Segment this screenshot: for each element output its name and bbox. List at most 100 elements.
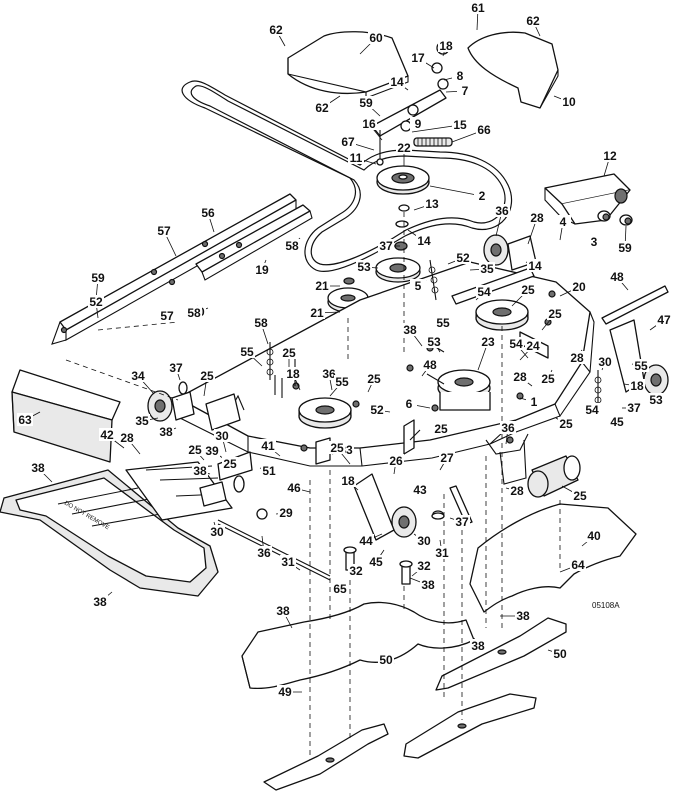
callout-number: 14 (417, 234, 431, 248)
callout-background (586, 235, 602, 248)
callout-background (479, 262, 495, 275)
roller-center (353, 473, 417, 541)
callout-number: 25 (541, 372, 555, 386)
callout-background (119, 431, 135, 444)
callout-number: 12 (603, 149, 617, 163)
callout-background (192, 464, 208, 477)
callout-background (256, 546, 272, 559)
callout-number: 66 (477, 123, 491, 137)
callout-background (401, 397, 417, 410)
callout-background (268, 23, 284, 36)
callout-background (378, 653, 394, 666)
callout-background (281, 346, 297, 359)
callout-number: 62 (315, 101, 329, 115)
idler-arm-assembly (371, 41, 453, 166)
belt-guard-right (467, 31, 559, 109)
callout-background (284, 239, 300, 252)
callout-number: 25 (367, 372, 381, 386)
callout-number: 25 (200, 369, 214, 383)
callout-background (286, 481, 302, 494)
callout-number: 55 (240, 345, 254, 359)
callout-background (156, 224, 172, 237)
callout-number: 42 (100, 428, 114, 442)
callout-number: 54 (509, 337, 523, 351)
idler-pulley (376, 165, 430, 195)
callout-number: 31 (281, 555, 295, 569)
callout-background (584, 403, 600, 416)
callout-background (30, 461, 46, 474)
callout-background (361, 117, 377, 130)
callout-number: 17 (411, 51, 425, 65)
callout-number: 53 (357, 260, 371, 274)
callout-number: 56 (201, 206, 215, 220)
callout-background (569, 351, 585, 364)
callout-number: 54 (585, 403, 599, 417)
callout-background (158, 425, 174, 438)
callout-background (561, 95, 577, 108)
callout-background (474, 189, 490, 202)
callout-background (512, 370, 528, 383)
callout-background (368, 555, 384, 568)
under-baffle-65 (469, 503, 637, 613)
callout-number: 2 (479, 189, 486, 203)
callout-number: 35 (480, 262, 494, 276)
callout-background (275, 604, 291, 617)
callout-number: 58 (187, 306, 201, 320)
callout-background (410, 117, 426, 130)
callout-background (309, 306, 325, 319)
baffle-right (195, 204, 313, 281)
callout-number: 18 (439, 39, 453, 53)
callout-background (314, 101, 330, 114)
callout-number: 38 (31, 461, 45, 475)
callout-background (525, 339, 541, 352)
discharge-chute: DO NOT REMOVE (0, 461, 233, 597)
callout-background (209, 525, 225, 538)
callout-number: 38 (93, 595, 107, 609)
callout-number: 53 (649, 393, 663, 407)
callout-background (378, 239, 394, 252)
callout-background (389, 75, 405, 88)
callout-leader (429, 185, 483, 197)
callout-number: 38 (193, 464, 207, 478)
callout-number: 57 (157, 224, 171, 238)
callout-background (633, 359, 649, 372)
callout-number: 29 (279, 506, 293, 520)
callout-number: 55 (335, 375, 349, 389)
callout-number: 62 (526, 14, 540, 28)
callout-number: 37 (169, 361, 183, 375)
callout-number: 28 (570, 351, 584, 365)
callout-background (356, 260, 372, 273)
callout-number: 8 (457, 69, 464, 83)
spindle-left (298, 397, 352, 429)
callout-background (571, 280, 587, 293)
callout-background (597, 355, 613, 368)
callout-number: 1 (531, 395, 538, 409)
callout-background (416, 559, 432, 572)
callout-number: 21 (310, 306, 324, 320)
callout-background (626, 401, 642, 414)
callout-number: 43 (413, 483, 427, 497)
callout-number: 37 (455, 515, 469, 529)
callout-number: 57 (160, 309, 174, 323)
callout-number: 19 (255, 263, 269, 277)
callout-number: 11 (350, 151, 363, 165)
callout-number: 20 (572, 280, 586, 294)
blade-left (263, 723, 389, 791)
callout-number: 21 (315, 279, 329, 293)
callout-background (656, 313, 672, 326)
callout-background (426, 335, 442, 348)
callout-number: 30 (417, 534, 431, 548)
roller-26 (527, 455, 581, 498)
callout-background (602, 149, 618, 162)
roller-right (609, 319, 669, 396)
callout-number: 63 (18, 413, 32, 427)
callout-number: 4 (560, 215, 567, 229)
callout-number: 38 (159, 425, 173, 439)
callout-number: 58 (254, 316, 268, 330)
callout-background (358, 96, 374, 109)
callout-number: 27 (440, 451, 454, 465)
callout-number: 16 (362, 117, 376, 131)
callout-background (260, 439, 276, 452)
callout-background (369, 403, 385, 416)
callout-background (500, 421, 516, 434)
